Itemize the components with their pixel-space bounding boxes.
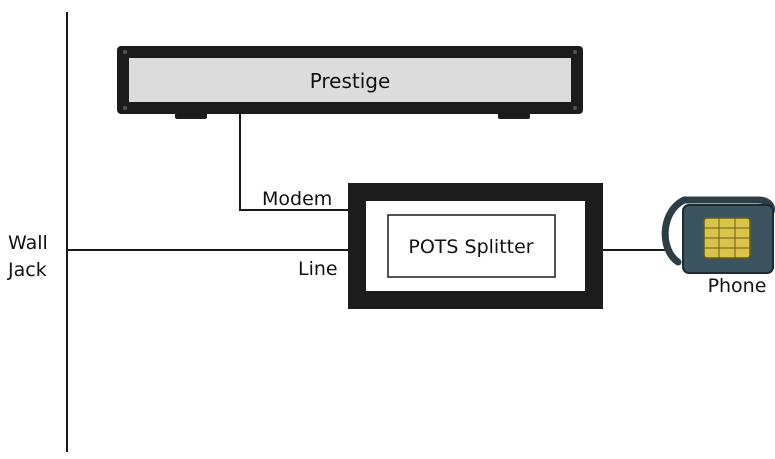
device-screw — [573, 50, 577, 54]
device-screw — [123, 50, 127, 54]
pots-splitter: POTS Splitter — [348, 183, 603, 309]
device-label: Prestige — [310, 69, 391, 93]
telephone-icon — [665, 200, 773, 273]
device-screw — [573, 106, 577, 110]
phone-label: Phone — [708, 275, 767, 297]
device-screw — [123, 106, 127, 110]
modem-port-label: Modem — [262, 188, 332, 210]
wall-jack-label-line2: Jack — [7, 259, 47, 281]
wall-jack-label-line1: Wall — [8, 232, 48, 254]
line-port-label: Line — [298, 258, 338, 280]
splitter-label: POTS Splitter — [408, 236, 533, 258]
prestige-device: Prestige — [117, 46, 583, 119]
